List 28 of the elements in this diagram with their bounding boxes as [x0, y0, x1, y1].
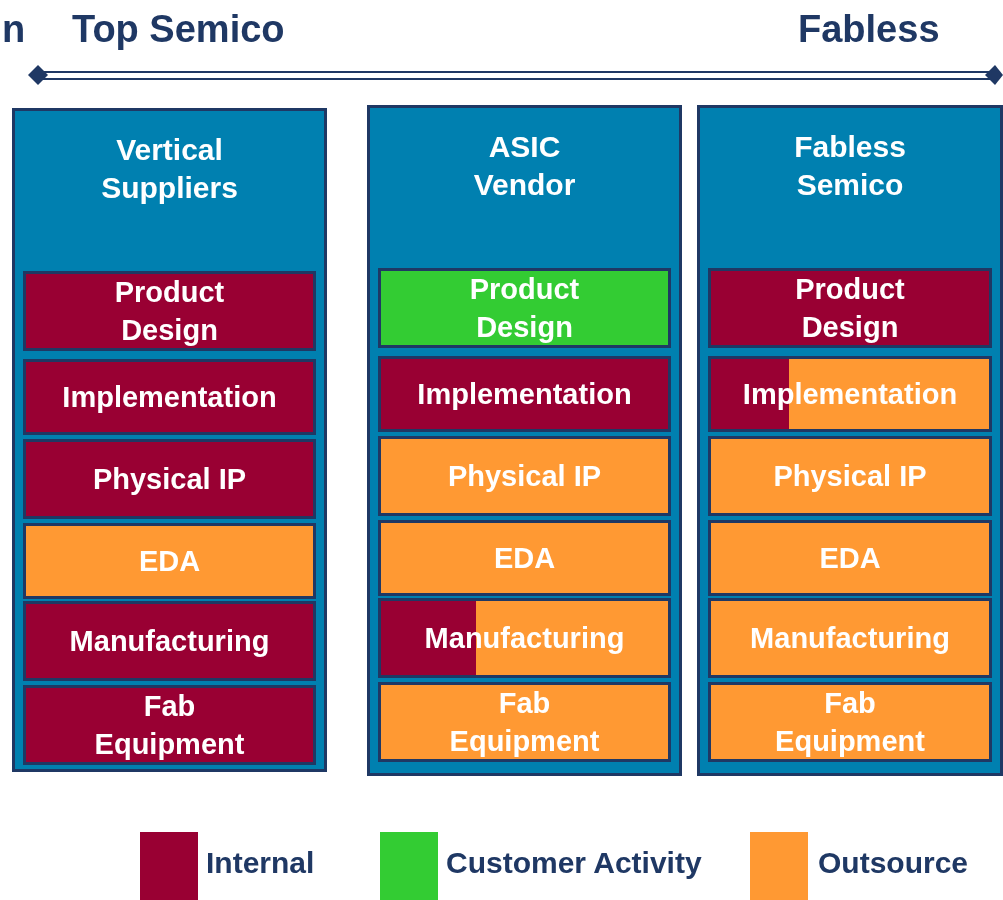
column-heading: Vertical Suppliers: [100, 132, 239, 206]
axis-end-label: Fabless: [798, 8, 940, 51]
column-panel: [12, 108, 327, 772]
activity-cell: Fab Equipment: [378, 682, 671, 762]
activity-cell: Implementation: [23, 359, 316, 435]
column-panel: [697, 105, 1003, 776]
activity-cell: Manufacturing: [708, 598, 992, 678]
column-panel: [367, 105, 682, 776]
column-heading: Fabless Semico: [793, 129, 907, 203]
activity-cell: Product Design: [708, 268, 992, 348]
activity-cell: Physical IP: [23, 439, 316, 519]
legend-label: Outsource: [818, 846, 969, 880]
activity-cell: Product Design: [378, 268, 671, 348]
activity-cell: EDA: [378, 520, 671, 596]
activity-cell: Product Design: [23, 271, 316, 351]
activity-cell: Physical IP: [378, 436, 671, 516]
activity-cell: Physical IP: [708, 436, 992, 516]
axis-end-label: Top Semico: [72, 8, 285, 51]
activity-cell: Manufacturing: [23, 601, 316, 681]
activity-cell: EDA: [708, 520, 992, 596]
axis-end-label: n: [2, 8, 26, 51]
activity-cell: Fab Equipment: [23, 685, 316, 765]
activity-cell: Fab Equipment: [708, 682, 992, 762]
activity-cell: EDA: [23, 523, 316, 599]
activity-cell: Implementation: [378, 356, 671, 432]
legend-label: Internal: [206, 846, 315, 880]
column-heading: ASIC Vendor: [472, 129, 577, 203]
legend-label: Customer Activity: [446, 846, 702, 880]
